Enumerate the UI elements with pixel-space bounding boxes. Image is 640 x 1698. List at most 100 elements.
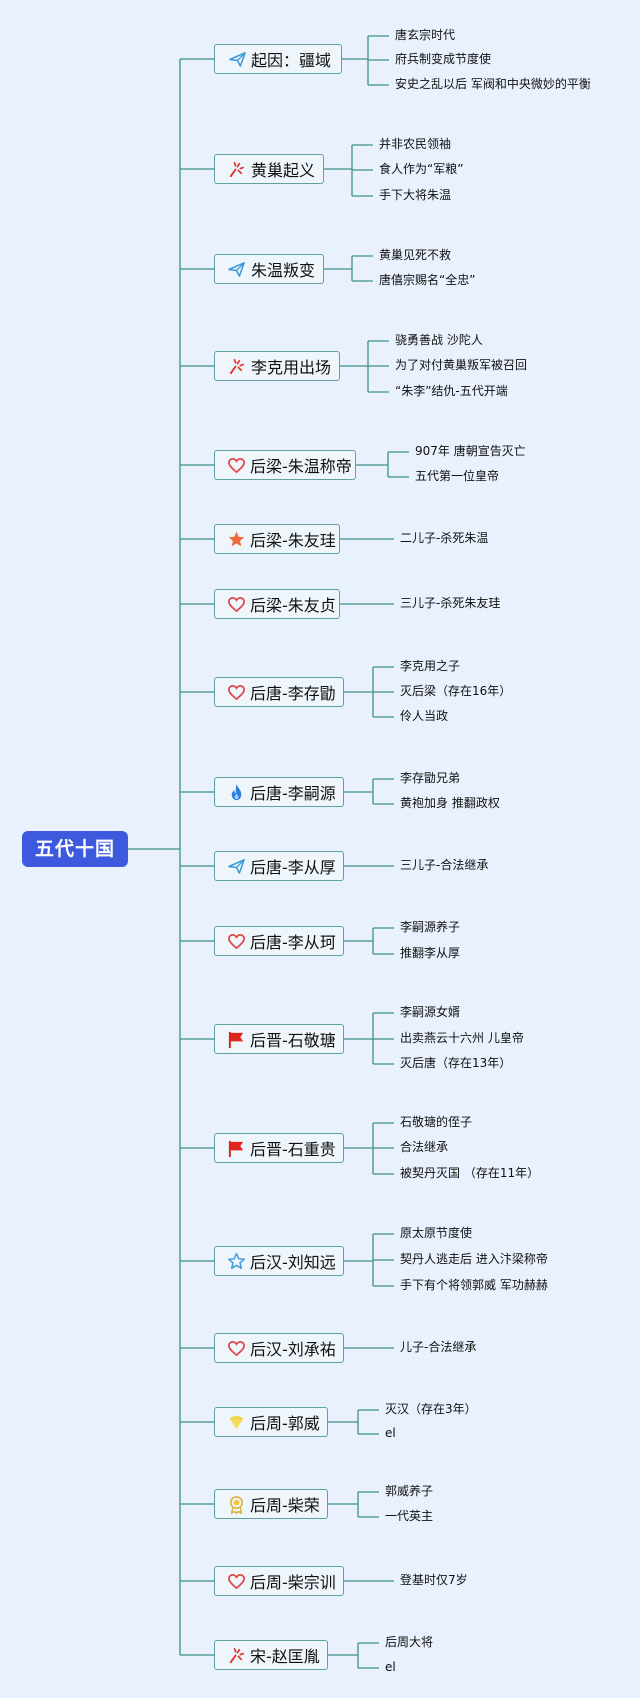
topic-node[interactable]: 后晋-石敬瑭 [214, 1024, 344, 1054]
subtopic-item[interactable]: 出卖燕云十六州 儿皇帝 [400, 1031, 524, 1045]
topic-label: 后周-柴荣 [250, 1496, 320, 1515]
subtopic-item[interactable]: 原太原节度使 [400, 1226, 473, 1240]
topic-node[interactable]: 后汉-刘知远 [214, 1246, 344, 1276]
subtopic-item[interactable]: 李存勖兄弟 [400, 771, 461, 785]
star-filled-icon [227, 529, 246, 549]
fire-icon [227, 782, 246, 802]
subtopic-item[interactable]: 合法继承 [400, 1140, 449, 1154]
subtopic-item[interactable]: 三儿子-合法继承 [400, 858, 489, 872]
heart-icon [227, 682, 246, 702]
subtopic-item[interactable]: 李嗣源养子 [400, 920, 461, 934]
topic-node[interactable]: 后梁-朱温称帝 [214, 450, 356, 480]
heart-icon [227, 594, 246, 614]
subtopic-item[interactable]: 后周大将 [385, 1635, 434, 1649]
topic-node[interactable]: 朱温叛变 [214, 254, 324, 284]
subtopic-item[interactable]: 石敬瑭的侄子 [400, 1115, 473, 1129]
subtopic-item[interactable]: 黄袍加身 推翻政权 [400, 796, 500, 810]
subtopic-item[interactable]: 手下大将朱温 [379, 188, 452, 202]
topic-node[interactable]: 后唐-李存勖 [214, 677, 344, 707]
subtopic-item[interactable]: 安史之乱以后 军阀和中央微妙的平衡 [395, 77, 591, 91]
star-outline-icon [227, 1251, 246, 1271]
subtopic-item[interactable]: “朱李”结仇-五代开端 [395, 384, 508, 398]
topic-node[interactable]: 后梁-朱友贞 [214, 589, 340, 619]
subtopic-item[interactable]: 郭威养子 [385, 1484, 434, 1498]
gem-icon [227, 1412, 246, 1432]
topic-label: 后汉-刘承祐 [250, 1340, 336, 1359]
fireworks-icon [227, 356, 247, 376]
topic-label: 起因：疆域 [251, 51, 332, 70]
topic-label: 后梁-朱温称帝 [250, 457, 352, 476]
subtopic-item[interactable]: 唐玄宗时代 [395, 28, 456, 42]
subtopic-item[interactable]: 黄巢见死不救 [379, 248, 452, 262]
topic-label: 后唐-李存勖 [250, 684, 336, 703]
topic-node[interactable]: 后周-柴荣 [214, 1489, 328, 1519]
subtopic-item[interactable]: 食人作为“军粮” [379, 162, 464, 176]
subtopic-item[interactable]: el [385, 1660, 396, 1674]
topic-node[interactable]: 后汉-刘承祐 [214, 1333, 344, 1363]
topic-node[interactable]: 起因：疆域 [214, 44, 342, 74]
subtopic-item[interactable]: 契丹人逃走后 进入汴梁称帝 [400, 1252, 548, 1266]
paper-plane-icon [227, 259, 247, 279]
topic-node[interactable]: 黄巢起义 [214, 154, 324, 184]
subtopic-item[interactable]: 伶人当政 [400, 709, 449, 723]
topic-label: 后梁-朱友珪 [250, 531, 336, 550]
subtopic-item[interactable]: 推翻李从厚 [400, 946, 461, 960]
topic-label: 后梁-朱友贞 [250, 596, 336, 615]
subtopic-item[interactable]: 一代英主 [385, 1509, 434, 1523]
topic-label: 宋-赵匡胤 [250, 1647, 320, 1666]
subtopic-item[interactable]: 灭汉（存在3年） [385, 1402, 477, 1416]
subtopic-item[interactable]: 907年 唐朝宣告灭亡 [415, 444, 526, 458]
topic-node[interactable]: 后晋-石重贵 [214, 1133, 344, 1163]
subtopic-item[interactable]: 登基时仅7岁 [400, 1573, 468, 1587]
fireworks-icon [227, 1645, 246, 1665]
topic-node[interactable]: 后梁-朱友珪 [214, 524, 340, 554]
heart-icon [227, 1338, 246, 1358]
subtopic-item[interactable]: 李嗣源女婿 [400, 1005, 461, 1019]
topic-node[interactable]: 后唐-李嗣源 [214, 777, 344, 807]
subtopic-item[interactable]: 二儿子-杀死朱温 [400, 531, 489, 545]
topic-label: 后唐-李嗣源 [250, 784, 336, 803]
topic-label: 后晋-石敬瑭 [250, 1031, 336, 1050]
subtopic-item[interactable]: 五代第一位皇帝 [415, 469, 500, 483]
paper-plane-icon [227, 856, 246, 876]
heart-icon [227, 455, 246, 475]
topic-label: 后周-柴宗训 [250, 1573, 336, 1592]
subtopic-item[interactable]: 灭后梁（存在16年） [400, 684, 512, 698]
subtopic-item[interactable]: 唐僖宗赐名“全忠” [379, 273, 476, 287]
paper-plane-icon [227, 49, 247, 69]
heart-icon [227, 1571, 246, 1591]
subtopic-item[interactable]: 李克用之子 [400, 659, 461, 673]
subtopic-item[interactable]: 儿子-合法继承 [400, 1340, 477, 1354]
fireworks-icon [227, 159, 247, 179]
root-topic[interactable]: 五代十国 [22, 831, 128, 867]
topic-node[interactable]: 后唐-李从珂 [214, 926, 344, 956]
topic-label: 后汉-刘知远 [250, 1253, 336, 1272]
subtopic-item[interactable]: el [385, 1426, 396, 1440]
subtopic-item[interactable]: 手下有个将领郭威 军功赫赫 [400, 1278, 548, 1292]
topic-label: 后周-郭威 [250, 1414, 320, 1433]
topic-label: 黄巢起义 [250, 161, 315, 180]
flag-icon [227, 1138, 246, 1158]
subtopic-item[interactable]: 府兵制变成节度使 [395, 52, 492, 66]
topic-label: 后晋-石重贵 [250, 1140, 336, 1159]
subtopic-item[interactable]: 骁勇善战 沙陀人 [395, 333, 483, 347]
subtopic-item[interactable]: 三儿子-杀死朱友珪 [400, 596, 501, 610]
topic-label: 后唐-李从珂 [250, 933, 336, 952]
topic-label: 李克用出场 [250, 358, 331, 377]
topic-node[interactable]: 后周-柴宗训 [214, 1566, 344, 1596]
subtopic-item[interactable]: 并非农民领袖 [379, 137, 452, 151]
topic-node[interactable]: 宋-赵匡胤 [214, 1640, 328, 1670]
subtopic-item[interactable]: 被契丹灭国 （存在11年） [400, 1166, 540, 1180]
topic-node[interactable]: 后周-郭威 [214, 1407, 328, 1437]
subtopic-item[interactable]: 灭后唐（存在13年） [400, 1056, 512, 1070]
medal-icon [227, 1494, 246, 1514]
subtopic-item[interactable]: 为了对付黄巢叛军被召回 [395, 358, 528, 372]
heart-icon [227, 931, 246, 951]
topic-label: 朱温叛变 [250, 261, 315, 280]
topic-node[interactable]: 后唐-李从厚 [214, 851, 344, 881]
flag-icon [227, 1029, 246, 1049]
topic-node[interactable]: 李克用出场 [214, 351, 340, 381]
topic-label: 后唐-李从厚 [250, 858, 336, 877]
